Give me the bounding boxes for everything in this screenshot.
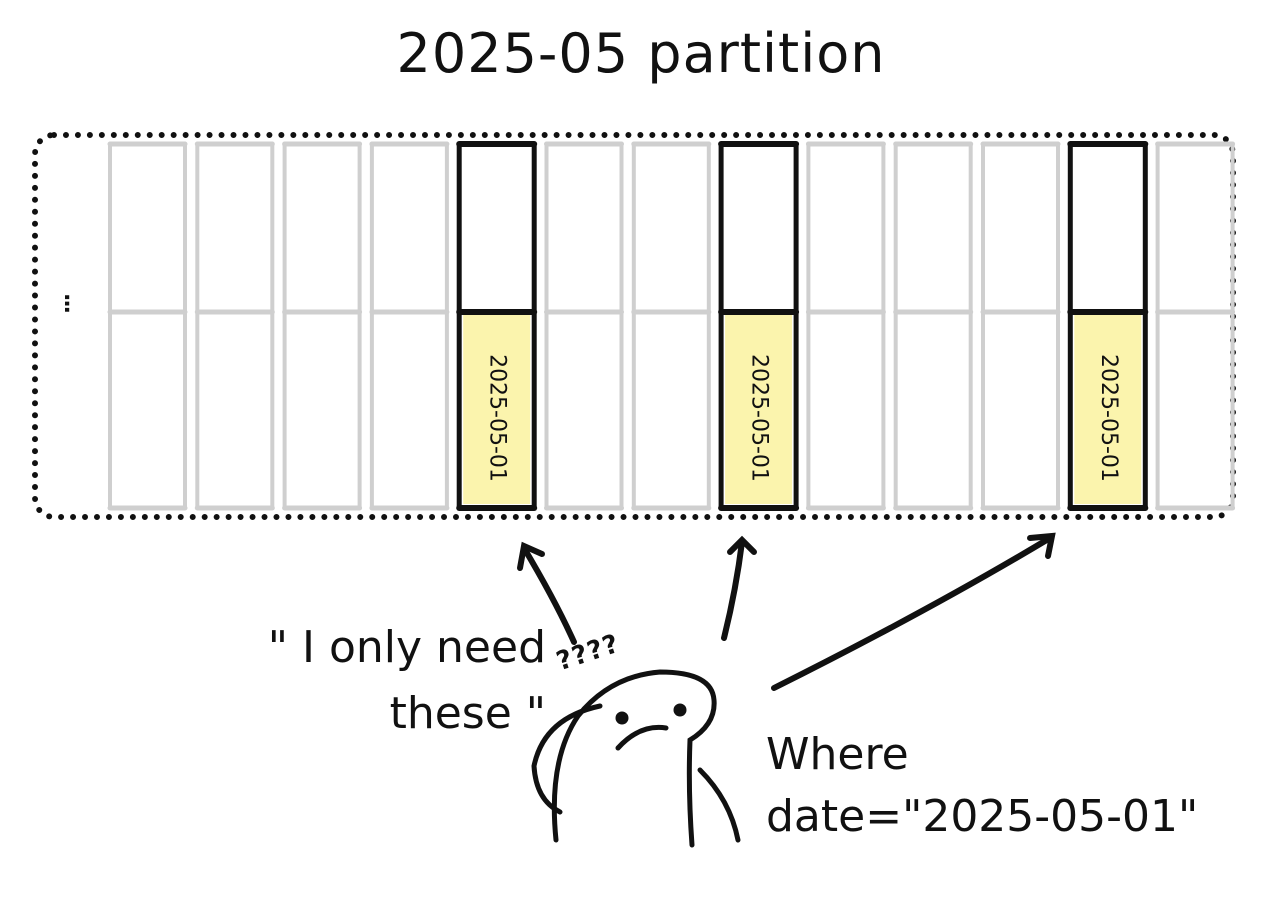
- file-column: [631, 141, 712, 511]
- row-group-date-label: 2025-05-01: [747, 354, 772, 482]
- diagram-title: 2025-05 partition: [396, 22, 886, 85]
- character-mouth: [615, 724, 669, 751]
- file-column: [980, 141, 1061, 511]
- matching-row-group: [463, 314, 531, 504]
- file-column: [369, 141, 450, 511]
- arrows: [517, 532, 1056, 691]
- arrow-to-second-file: [721, 539, 745, 641]
- file-column: [194, 141, 275, 511]
- file-column-matching: 2025-05-01: [456, 141, 538, 511]
- query-line-1: Where: [766, 729, 909, 780]
- row-group-date-label: 2025-05-01: [485, 354, 510, 482]
- arrow-to-first-file: [521, 545, 577, 645]
- file-column: [544, 141, 624, 511]
- arrow-head-third: [1027, 532, 1056, 559]
- query-line-2: date="2025-05-01": [766, 791, 1199, 842]
- query-text: Where date="2025-05-01": [766, 724, 1198, 848]
- row-group-date-label: 2025-05-01: [1096, 354, 1121, 482]
- file-column: [805, 141, 886, 511]
- quote-line-1: " I only need: [267, 622, 546, 673]
- matching-row-group: [725, 314, 793, 504]
- character-body: [551, 669, 717, 848]
- quote-line-2: these ": [389, 688, 546, 739]
- character-right-arm: [697, 767, 741, 843]
- file-column: [1155, 141, 1236, 511]
- character-left-arm: [531, 703, 603, 815]
- arrow-to-third-file: [771, 535, 1053, 691]
- character-left-eye: [615, 711, 629, 725]
- file-column-matching: 2025-05-01: [718, 141, 800, 511]
- confused-character: [531, 669, 741, 848]
- file-columns: 2025-05-01 2025-05-01 2025-05-01: [107, 141, 1236, 511]
- arrow-head-second: [727, 535, 757, 555]
- character-right-eye: [673, 703, 687, 717]
- file-column: [282, 141, 363, 511]
- matching-row-group: [1074, 314, 1142, 504]
- file-column: [107, 141, 188, 511]
- file-column: [893, 141, 974, 511]
- arrow-head-first: [517, 541, 545, 571]
- thought-quote: " I only need these ": [246, 615, 546, 747]
- file-column-matching: 2025-05-01: [1067, 141, 1149, 511]
